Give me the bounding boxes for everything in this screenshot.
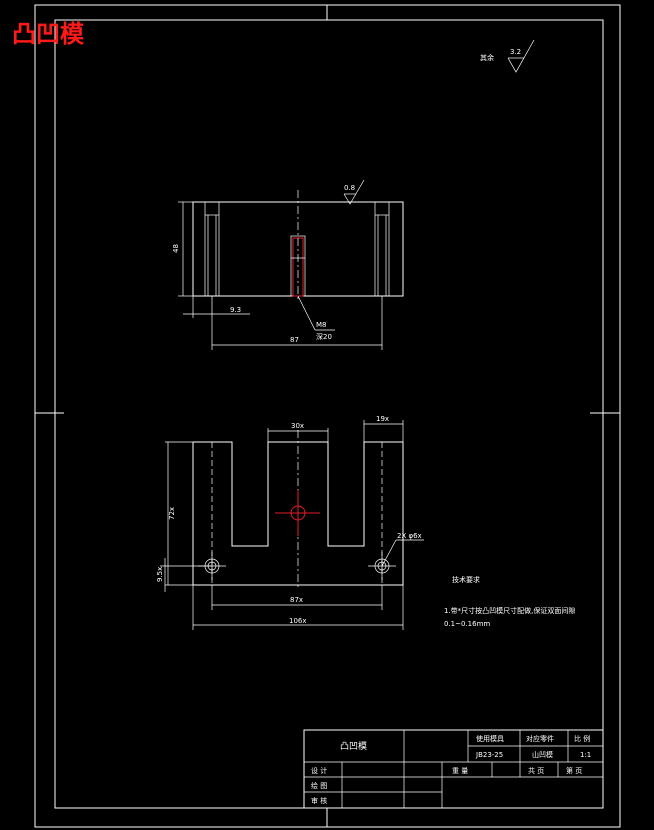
roughness-general-value: 3.2 — [510, 48, 521, 56]
depth-label: 深20 — [316, 332, 332, 341]
roughness-general-label: 其余 — [480, 53, 494, 62]
tb-design: 设 计 — [311, 766, 327, 775]
thread-label: M8 — [316, 321, 327, 329]
width-dim: 106x — [289, 617, 307, 625]
tb-part-name: 凸凹模 — [340, 741, 367, 752]
section-span-dim: 87 — [290, 336, 299, 344]
hole-label: 2X φ6x — [397, 532, 422, 540]
tb-weight: 重 量 — [452, 767, 468, 775]
tb-col1-head: 使用模具 — [476, 734, 504, 743]
section-height-dim: 48 — [172, 244, 180, 253]
right-bore — [374, 201, 390, 297]
tb-col2-val: 山凹模 — [532, 750, 553, 759]
roughness-symbol-general: 3.2 — [507, 39, 535, 73]
section-roughness-value: 0.8 — [344, 184, 355, 192]
slot-dim: 30x — [291, 422, 304, 430]
plan-height-dim: 72x — [168, 507, 176, 520]
tb-col1-val: JB23-25 — [475, 751, 503, 759]
tb-sheets: 共 页 — [528, 766, 544, 775]
tb-col2-head: 对应零件 — [526, 734, 554, 743]
tb-col3-head: 比 例 — [574, 734, 590, 743]
plan-view: 30x 19x 72x 9.5x 87x 106x 2X φ6x — [156, 415, 424, 630]
section-offset-dim: 9.3 — [230, 306, 241, 314]
notes-heading: 技术要求 — [452, 575, 480, 584]
center-hole — [290, 505, 306, 521]
title-block: 凸凹模 使用模具 对应零件 比 例 JB23-25 山凹模 1:1 设 计 绘 … — [303, 729, 604, 809]
edge-dim: 19x — [376, 415, 389, 423]
hole-offset-dim: 9.5x — [156, 567, 164, 582]
left-bore — [204, 201, 220, 297]
inner-frame — [54, 19, 604, 809]
hole-span-dim: 87x — [290, 596, 303, 604]
drawing-title: 凸凹模 — [12, 19, 85, 48]
tb-review: 审 核 — [311, 796, 327, 805]
outer-frame — [34, 4, 621, 828]
tb-col3-val: 1:1 — [580, 751, 591, 759]
notes-line2: 0.1~0.16mm — [444, 620, 490, 628]
tb-sheet-no: 第 页 — [566, 766, 582, 775]
tb-drawing: 绘 图 — [311, 781, 327, 790]
roughness-symbol-section — [343, 179, 365, 205]
notes-line1: 1.带*尺寸按凸凹模尺寸配做,保证双面间隙 — [444, 606, 575, 615]
section-view: 0.8 48 9.3 87 M8 深20 — [172, 179, 404, 350]
